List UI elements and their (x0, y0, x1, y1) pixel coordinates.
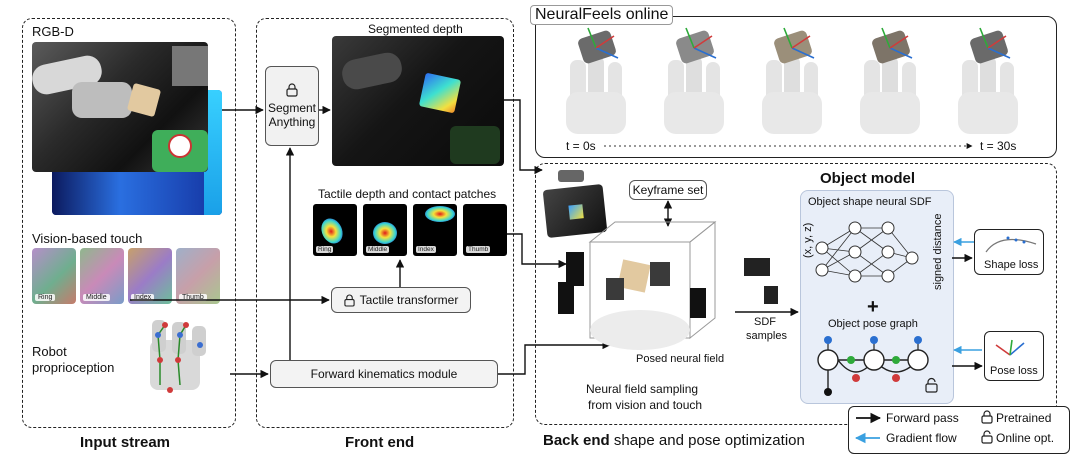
touch-image-index: Index (128, 248, 172, 304)
online-frame-5 (958, 27, 1018, 134)
legend-forward-label: Forward pass (886, 411, 959, 425)
touch-plane-left (566, 252, 584, 286)
keyframe-set-text: Keyframe set (632, 183, 704, 197)
pose-loss-axes-icon (995, 339, 1025, 356)
rgb-image (32, 42, 208, 172)
lock-icon (344, 294, 355, 307)
online-title: NeuralFeels online (530, 5, 674, 25)
back-end-title: Back end shape and pose optimization (543, 432, 805, 449)
sam-line-1: Segment (267, 101, 317, 115)
online-frame-3 (762, 27, 822, 134)
legend-pretrained-lock-icon (981, 410, 993, 424)
rgbd-label: RGB-D (32, 24, 74, 39)
proprio-label-1: Robot (32, 344, 67, 359)
shape-loss-curve (985, 238, 1037, 253)
back-end-title-rest: shape and pose optimization (609, 432, 805, 449)
tactile-transformer-text: Tactile transformer (359, 293, 459, 307)
tactile-depth-index: Index (413, 204, 457, 256)
segmented-depth-label: Segmented depth (368, 22, 463, 36)
touch-plane-left-2 (558, 282, 574, 314)
neural-sdf-network (815, 221, 919, 283)
touch-image-middle: Middle (80, 248, 124, 304)
segmented-depth-image (332, 36, 504, 166)
sdf-line-2: samples (746, 330, 787, 342)
sdf-line-1: SDF (754, 316, 776, 328)
lock-icon (286, 83, 298, 97)
legend-online-label: Online opt. (996, 431, 1055, 445)
tactile-depth-thumb: Thumb (463, 204, 507, 256)
plus-sign: + (867, 296, 879, 318)
object-model-title: Object model (820, 170, 916, 187)
pose-graph-lock-icon (925, 377, 938, 393)
legend-pretrained-label: Pretrained (996, 411, 1052, 425)
proprio-label-2: proprioception (32, 360, 115, 375)
online-frame-4 (860, 27, 920, 134)
front-end-panel (256, 18, 514, 428)
input-stream-panel (22, 18, 236, 428)
t-end-label: t = 30s (980, 139, 1017, 153)
touch-image-thumb: Thumb (176, 248, 220, 304)
forward-kinematics-text: Forward kinematics module (310, 367, 458, 381)
back-end-title-bold: Back end (543, 432, 610, 449)
tactile-transformer-box: Tactile transformer (331, 287, 471, 313)
camera-icon (558, 170, 584, 182)
legend-gradient-label: Gradient flow (886, 431, 957, 445)
touch-image-ring: Ring (32, 248, 76, 304)
sampling-line-1: Neural field sampling (586, 382, 699, 396)
posed-neural-field-cube (588, 220, 717, 350)
input-stream-title: Input stream (80, 434, 171, 451)
sdf-title: Object shape neural SDF (808, 196, 932, 208)
back-end-panel (535, 163, 1057, 425)
forward-kinematics-box: Forward kinematics module (270, 360, 498, 388)
online-frame-1 (566, 27, 626, 134)
t-start-label: t = 0s (566, 139, 596, 153)
pose-graph (817, 336, 929, 396)
front-end-title: Front end (345, 434, 415, 451)
sdf-sample-icon-1 (744, 258, 770, 276)
legend-online-unlock-icon (981, 430, 993, 444)
posed-field-label: Posed neural field (636, 353, 725, 365)
pose-graph-title: Object pose graph (828, 318, 918, 330)
touch-plane-right (690, 288, 706, 318)
pose-loss-label: Pose loss (990, 365, 1038, 377)
pose-loss-box (984, 331, 1044, 381)
online-frame-2 (664, 27, 724, 134)
sam-line-2: Anything (268, 115, 316, 129)
shape-loss-label: Shape loss (984, 259, 1039, 271)
legend-box (848, 406, 1070, 454)
sdf-sample-icon-2 (764, 286, 778, 304)
shape-loss-box (974, 229, 1044, 275)
robot-hand-illustration (150, 320, 206, 393)
vision-touch-label: Vision-based touch (32, 231, 143, 246)
tactile-depth-ring: Ring (313, 204, 357, 256)
tactile-depth-middle: Middle (363, 204, 407, 256)
sampling-line-2: from vision and touch (588, 398, 703, 412)
tactile-depth-label: Tactile depth and contact patches (318, 187, 497, 201)
segment-anything-box: Segment Anything (265, 66, 319, 146)
keyframe-set-box: Keyframe set (629, 180, 707, 200)
